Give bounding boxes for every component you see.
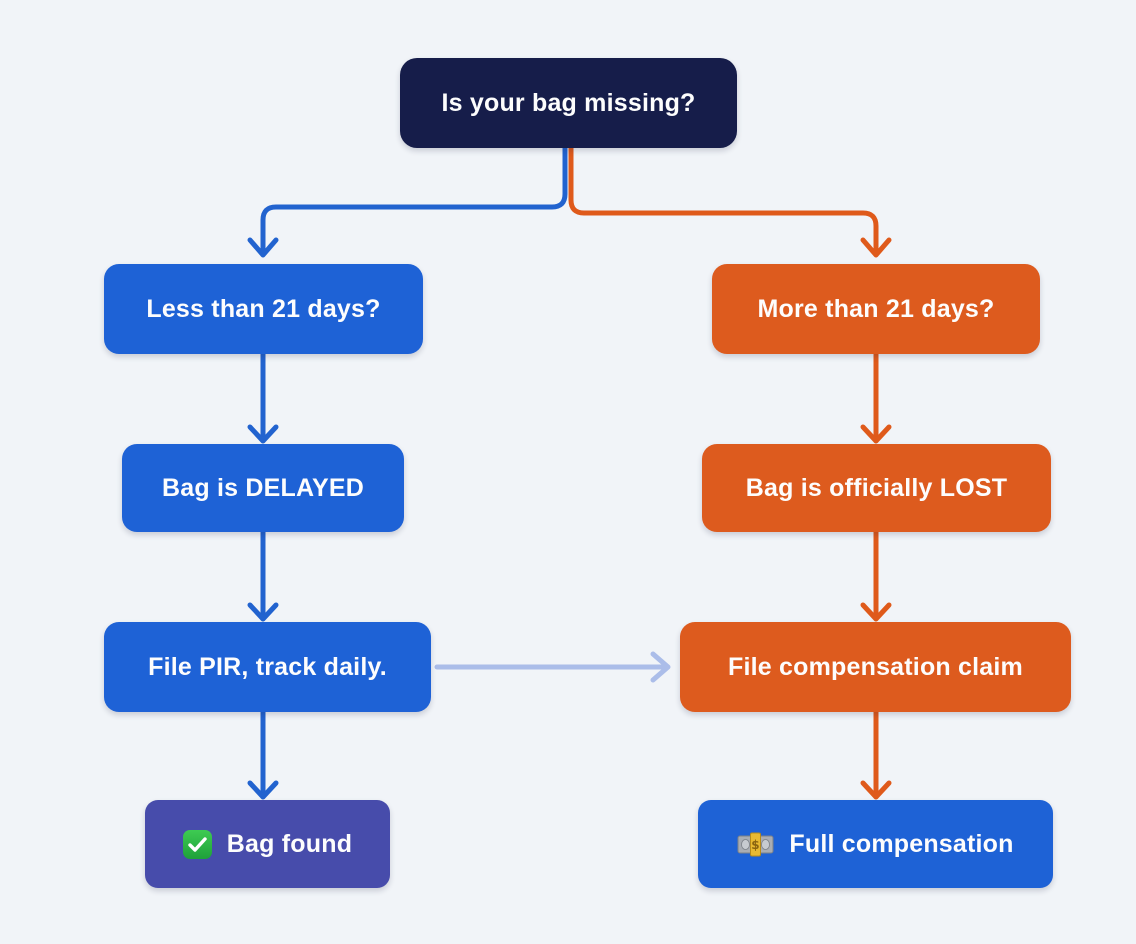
node-file-compensation-claim: File compensation claim bbox=[680, 622, 1071, 712]
node-label: File compensation claim bbox=[728, 652, 1023, 681]
arrow-filepir-to-claim bbox=[434, 651, 671, 683]
arrow-lost-to-claim bbox=[860, 529, 892, 622]
connector-root-to-left bbox=[247, 145, 568, 258]
node-label: More than 21 days? bbox=[757, 294, 995, 323]
node-bag-officially-lost: Bag is officially LOST bbox=[702, 444, 1051, 532]
node-label: Bag found bbox=[226, 829, 353, 858]
node-label: File PIR, track daily. bbox=[148, 652, 387, 681]
node-bag-is-delayed: Bag is DELAYED bbox=[122, 444, 404, 532]
node-root-question: Is your bag missing? bbox=[400, 58, 737, 148]
money-icon: $ bbox=[737, 832, 774, 857]
node-label: Less than 21 days? bbox=[146, 294, 381, 323]
arrow-filepir-to-bagfound bbox=[247, 709, 279, 800]
arrow-less21-to-delayed bbox=[247, 351, 279, 444]
node-file-pir-track-daily: File PIR, track daily. bbox=[104, 622, 431, 712]
check-icon bbox=[182, 829, 212, 859]
node-full-compensation: $ Full compensation bbox=[698, 800, 1053, 888]
connector-root-to-right bbox=[568, 145, 892, 258]
node-less-than-21-days: Less than 21 days? bbox=[104, 264, 423, 354]
node-bag-found: Bag found bbox=[145, 800, 390, 888]
node-label: Is your bag missing? bbox=[441, 88, 696, 117]
node-label: Bag is officially LOST bbox=[745, 473, 1008, 502]
arrow-more21-to-lost bbox=[860, 351, 892, 444]
node-label: Full compensation bbox=[789, 829, 1014, 858]
arrow-claim-to-compensation bbox=[860, 709, 892, 800]
node-label: Bag is DELAYED bbox=[162, 473, 364, 502]
arrow-delayed-to-filepir bbox=[247, 529, 279, 622]
svg-text:$: $ bbox=[752, 838, 761, 852]
node-more-than-21-days: More than 21 days? bbox=[712, 264, 1040, 354]
